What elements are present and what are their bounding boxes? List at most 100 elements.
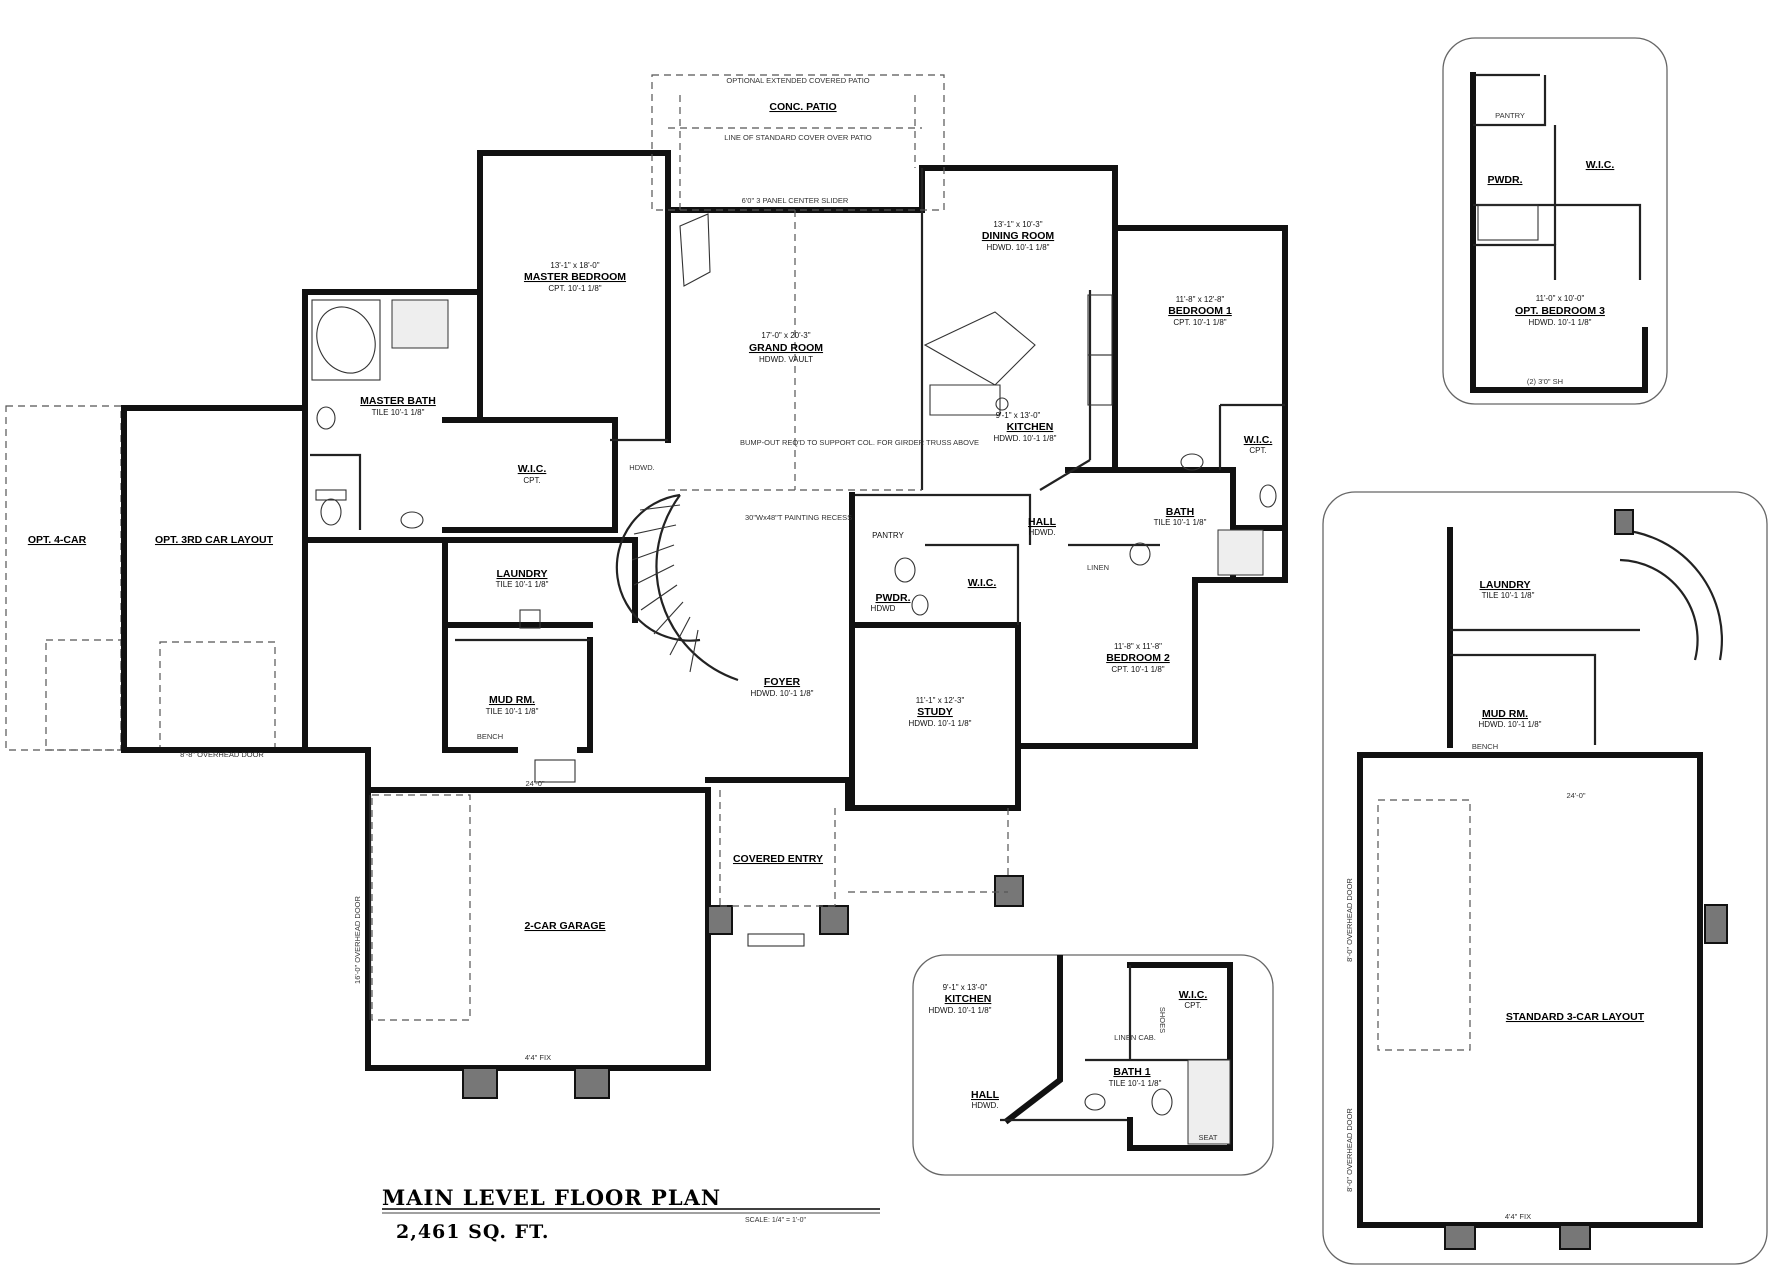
- bedroom-2-label: BEDROOM 2: [1106, 652, 1170, 664]
- inset-bottom-bath1-sub: TILE 10'-1 1/8": [1109, 1079, 1162, 1088]
- patio-extended-note: OPTIONAL EXTENDED COVERED PATIO: [726, 76, 869, 85]
- dining-room-dim: 13'-1" x 10'-3": [993, 220, 1042, 229]
- inset-bottom-kitchen: KITCHEN: [945, 993, 992, 1005]
- slider-note: 6'0" 3 PANEL CENTER SLIDER: [742, 196, 849, 205]
- kitchen-sub: HDWD. 10'-1 1/8": [993, 434, 1056, 443]
- grand-room-dim: 17'-0" x 20'-3": [761, 331, 810, 340]
- kitchen-label: KITCHEN: [1007, 421, 1054, 433]
- conc-patio-label: CONC. PATIO: [769, 101, 836, 113]
- master-bedroom-sub: CPT. 10'-1 1/8": [548, 284, 601, 293]
- laundry-label: LAUNDRY: [497, 568, 548, 580]
- study-dim: 11'-1" x 12'-3": [916, 696, 965, 705]
- mud-rm-sub: TILE 10'-1 1/8": [486, 707, 539, 716]
- inset-bottom-kitchen-dim: 9'-1" x 13'-0": [943, 983, 988, 992]
- garage-2car-label: 2-CAR GARAGE: [524, 920, 605, 932]
- inset-top-wic: W.I.C.: [1586, 159, 1615, 171]
- foyer-label: FOYER: [764, 676, 801, 688]
- master-bedroom-dim: 13'-1" x 18'-0": [550, 261, 599, 270]
- covered-entry-label: COVERED ENTRY: [733, 853, 823, 865]
- mud-rm-label: MUD RM.: [489, 694, 535, 706]
- overhead-door-8-note: 8'-8" OVERHEAD DOOR: [180, 750, 264, 759]
- inset-bottom-wic-sub: CPT.: [1184, 1001, 1201, 1010]
- inset-top-right: PANTRY PWDR. W.I.C. 11'-0" x 10'-0" OPT.…: [1442, 37, 1668, 405]
- inset-bottom-wic: W.I.C.: [1179, 989, 1208, 1001]
- inset-right-door-1: 8'-0" OVERHEAD DOOR: [1345, 878, 1354, 962]
- opt-4car-label: OPT. 4-CAR: [28, 534, 87, 546]
- window-fix-note: 4'4" FIX: [525, 1053, 551, 1062]
- pantry-label: PANTRY: [872, 531, 904, 540]
- bath-label: BATH: [1166, 506, 1194, 518]
- grand-room-label: GRAND ROOM: [749, 342, 823, 354]
- inset-bottom-shoes: SHOES: [1158, 1007, 1167, 1033]
- scale-note: SCALE: 1/4" = 1'-0": [745, 1217, 806, 1224]
- pwdr-sub: HDWD: [871, 604, 896, 613]
- garage-width-note: 24'-0": [525, 779, 544, 788]
- bedroom-2-dim: 11'-8" x 11'-8": [1114, 642, 1162, 651]
- inset-bottom-kitchen-sub: HDWD. 10'-1 1/8": [928, 1006, 991, 1015]
- bedroom-1-dim: 11'-8" x 12'-8": [1176, 295, 1225, 304]
- covered-entry-area: [719, 790, 1009, 947]
- room-labels: OPTIONAL EXTENDED COVERED PATIO CONC. PA…: [28, 76, 1273, 1062]
- opt-3rd-car-label: OPT. 3RD CAR LAYOUT: [155, 534, 274, 546]
- recess-note: 30"Wx48"T PAINTING RECESS: [745, 513, 852, 522]
- wic-bed1-sub: CPT.: [1249, 446, 1266, 455]
- square-feet: 2,461 SQ. FT.: [396, 1221, 549, 1243]
- inset-bottom-seat: SEAT: [1198, 1133, 1217, 1142]
- overhead-door-16-note: 16'-0" OVERHEAD DOOR: [353, 895, 362, 983]
- bath-sub: TILE 10'-1 1/8": [1154, 518, 1207, 527]
- hall-label: HALL: [1028, 516, 1057, 528]
- inset-right: LAUNDRY TILE 10'-1 1/8" MUD RM. HDWD. 10…: [1322, 491, 1768, 1265]
- hall-sub: HDWD.: [1028, 528, 1055, 537]
- interior-walls: [310, 168, 1285, 811]
- inset-right-bench: BENCH: [1472, 742, 1498, 751]
- linen-label: LINEN: [1087, 563, 1109, 572]
- kitchen-dim: 9'-1" x 13'-0": [996, 411, 1041, 420]
- inset-top-pwdr: PWDR.: [1488, 174, 1523, 186]
- inset-bottom-hall: HALL: [971, 1089, 1000, 1101]
- inset-top-bed3-sub: HDWD. 10'-1 1/8": [1528, 318, 1591, 327]
- master-bath-label: MASTER BATH: [360, 395, 436, 407]
- bumpout-note: BUMP-OUT REQ'D TO SUPPORT COL. FOR GIRDE…: [740, 438, 979, 447]
- patio-cover-note: LINE OF STANDARD COVER OVER PATIO: [724, 133, 872, 142]
- fixtures: [311, 213, 1277, 629]
- inset-bottom-linen: LINEN CAB.: [1114, 1033, 1156, 1042]
- laundry-sub: TILE 10'-1 1/8": [496, 580, 549, 589]
- inset-right-mudrm-sub: HDWD. 10'-1 1/8": [1478, 720, 1541, 729]
- study-label: STUDY: [917, 706, 953, 718]
- bench-note: BENCH: [477, 732, 503, 741]
- garage-details: [368, 759, 576, 1021]
- hdwd-closet-label: HDWD.: [629, 463, 654, 472]
- inset-right-window: 4'4" FIX: [1505, 1212, 1531, 1221]
- study-sub: HDWD. 10'-1 1/8": [908, 719, 971, 728]
- inset-bottom-bath1: BATH 1: [1113, 1066, 1150, 1078]
- inset-right-laundry: LAUNDRY: [1480, 579, 1531, 591]
- plan-title: MAIN LEVEL FLOOR PLAN: [382, 1185, 721, 1210]
- grand-room-sub: HDWD. VAULT: [759, 355, 813, 364]
- wic-master-sub: CPT.: [523, 476, 540, 485]
- inset-top-bed3: OPT. BEDROOM 3: [1515, 305, 1605, 317]
- inset-bottom: 9'-1" x 13'-0" KITCHEN HDWD. 10'-1 1/8" …: [912, 954, 1274, 1176]
- dining-room-sub: HDWD. 10'-1 1/8": [986, 243, 1049, 252]
- inset-right-door-2: 8'-0" OVERHEAD DOOR: [1345, 1108, 1354, 1192]
- inset-bottom-hall-sub: HDWD.: [971, 1101, 998, 1110]
- inset-top-bed3-dim: 11'-0" x 10'-0": [1536, 294, 1585, 303]
- curved-stair: [615, 493, 739, 682]
- pwdr-label: PWDR.: [876, 592, 911, 604]
- inset-right-width: 24'-0": [1566, 791, 1585, 800]
- wic-hall-label: W.I.C.: [968, 577, 997, 589]
- inset-top-window: (2) 3'0" SH: [1527, 377, 1563, 386]
- wic-master-label: W.I.C.: [518, 463, 547, 475]
- master-bath-sub: TILE 10'-1 1/8": [372, 408, 425, 417]
- inset-right-laundry-sub: TILE 10'-1 1/8": [1482, 591, 1535, 600]
- master-bedroom-label: MASTER BEDROOM: [524, 271, 626, 283]
- dining-room-label: DINING ROOM: [982, 230, 1055, 242]
- inset-right-mudrm: MUD RM.: [1482, 708, 1528, 720]
- patio-area: [651, 74, 945, 491]
- bedroom-1-label: BEDROOM 1: [1168, 305, 1232, 317]
- bedroom-1-sub: CPT. 10'-1 1/8": [1173, 318, 1226, 327]
- bedroom-2-sub: CPT. 10'-1 1/8": [1111, 665, 1164, 674]
- foyer-sub: HDWD. 10'-1 1/8": [750, 689, 813, 698]
- wic-bed1-label: W.I.C.: [1244, 434, 1273, 446]
- inset-right-3car: STANDARD 3-CAR LAYOUT: [1506, 1011, 1645, 1023]
